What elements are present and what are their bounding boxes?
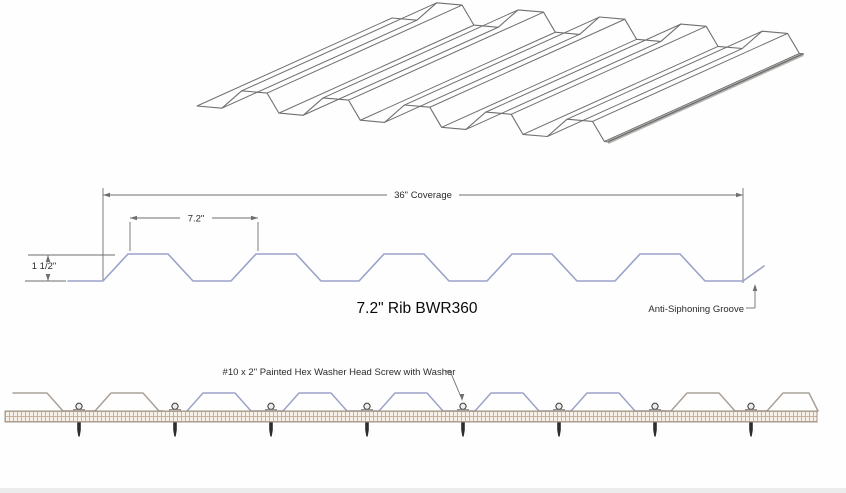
screw-head bbox=[459, 402, 467, 410]
panel-length-edge bbox=[384, 33, 580, 123]
rib-spacing-dimension-label: 7.2" bbox=[188, 214, 205, 225]
screw-head bbox=[747, 402, 755, 410]
screw-head bbox=[171, 402, 179, 410]
screw-head bbox=[363, 402, 371, 410]
panel-length-edge bbox=[303, 26, 499, 116]
substrate-band bbox=[4, 410, 818, 423]
isometric-panel-view bbox=[196, 2, 804, 144]
lap-panel-outline-right bbox=[659, 392, 819, 412]
panel-length-edge bbox=[266, 4, 463, 94]
panel-length-edge bbox=[522, 45, 719, 135]
rib-height-dimension-label: 1 1/2" bbox=[32, 261, 57, 272]
panel-length-edge bbox=[608, 53, 804, 143]
panel-length-edge bbox=[566, 30, 763, 120]
screw-head bbox=[267, 402, 275, 410]
panel-profile-outline bbox=[67, 253, 765, 282]
panel-length-edge bbox=[278, 24, 475, 114]
panel-front-profile-edge bbox=[196, 90, 609, 143]
installation-detail-view: #10 x 2" Painted Hex Washer Head Screw w… bbox=[4, 367, 819, 437]
anti-siphoning-groove-label: Anti-Siphoning Groove bbox=[648, 304, 744, 315]
panel-length-edge bbox=[404, 16, 600, 106]
panel-length-edge bbox=[547, 48, 743, 137]
panel-length-edge bbox=[485, 23, 681, 113]
lap-panel-outline-left bbox=[12, 392, 164, 412]
screw-callout-label: #10 x 2" Painted Hex Washer Head Screw w… bbox=[223, 367, 456, 378]
profile-title: 7.2" Rib BWR360 bbox=[357, 300, 478, 317]
main-panel-outline bbox=[186, 392, 666, 412]
panel-length-edge bbox=[510, 25, 707, 115]
dimension-arrow bbox=[45, 255, 51, 262]
panel-length-edge bbox=[604, 53, 800, 142]
panel-length-edge bbox=[441, 38, 637, 128]
panel-length-edge bbox=[465, 40, 662, 130]
panel-length-edge bbox=[322, 9, 519, 99]
panel-length-edge bbox=[429, 18, 626, 108]
screw-head bbox=[75, 402, 83, 410]
screw-head bbox=[555, 402, 563, 410]
panel-length-edge bbox=[221, 19, 418, 109]
panel-back-profile-edge bbox=[391, 2, 804, 55]
profile-section-view: 36" Coverage 7.2" 1 1/2" 7.2" Rib BWR360… bbox=[25, 188, 765, 317]
panel-length-edge bbox=[592, 32, 788, 122]
panel-length-edge bbox=[196, 17, 393, 107]
screw-head bbox=[651, 402, 659, 410]
coverage-dimension-label: 36" Coverage bbox=[394, 190, 452, 201]
bottom-border-strip bbox=[0, 488, 846, 493]
panel-length-edge bbox=[348, 11, 544, 101]
panel-length-edge bbox=[241, 2, 437, 92]
leader-line bbox=[449, 370, 462, 398]
panel-length-edge bbox=[360, 31, 556, 121]
panel-side-edge-highlight bbox=[607, 54, 804, 144]
